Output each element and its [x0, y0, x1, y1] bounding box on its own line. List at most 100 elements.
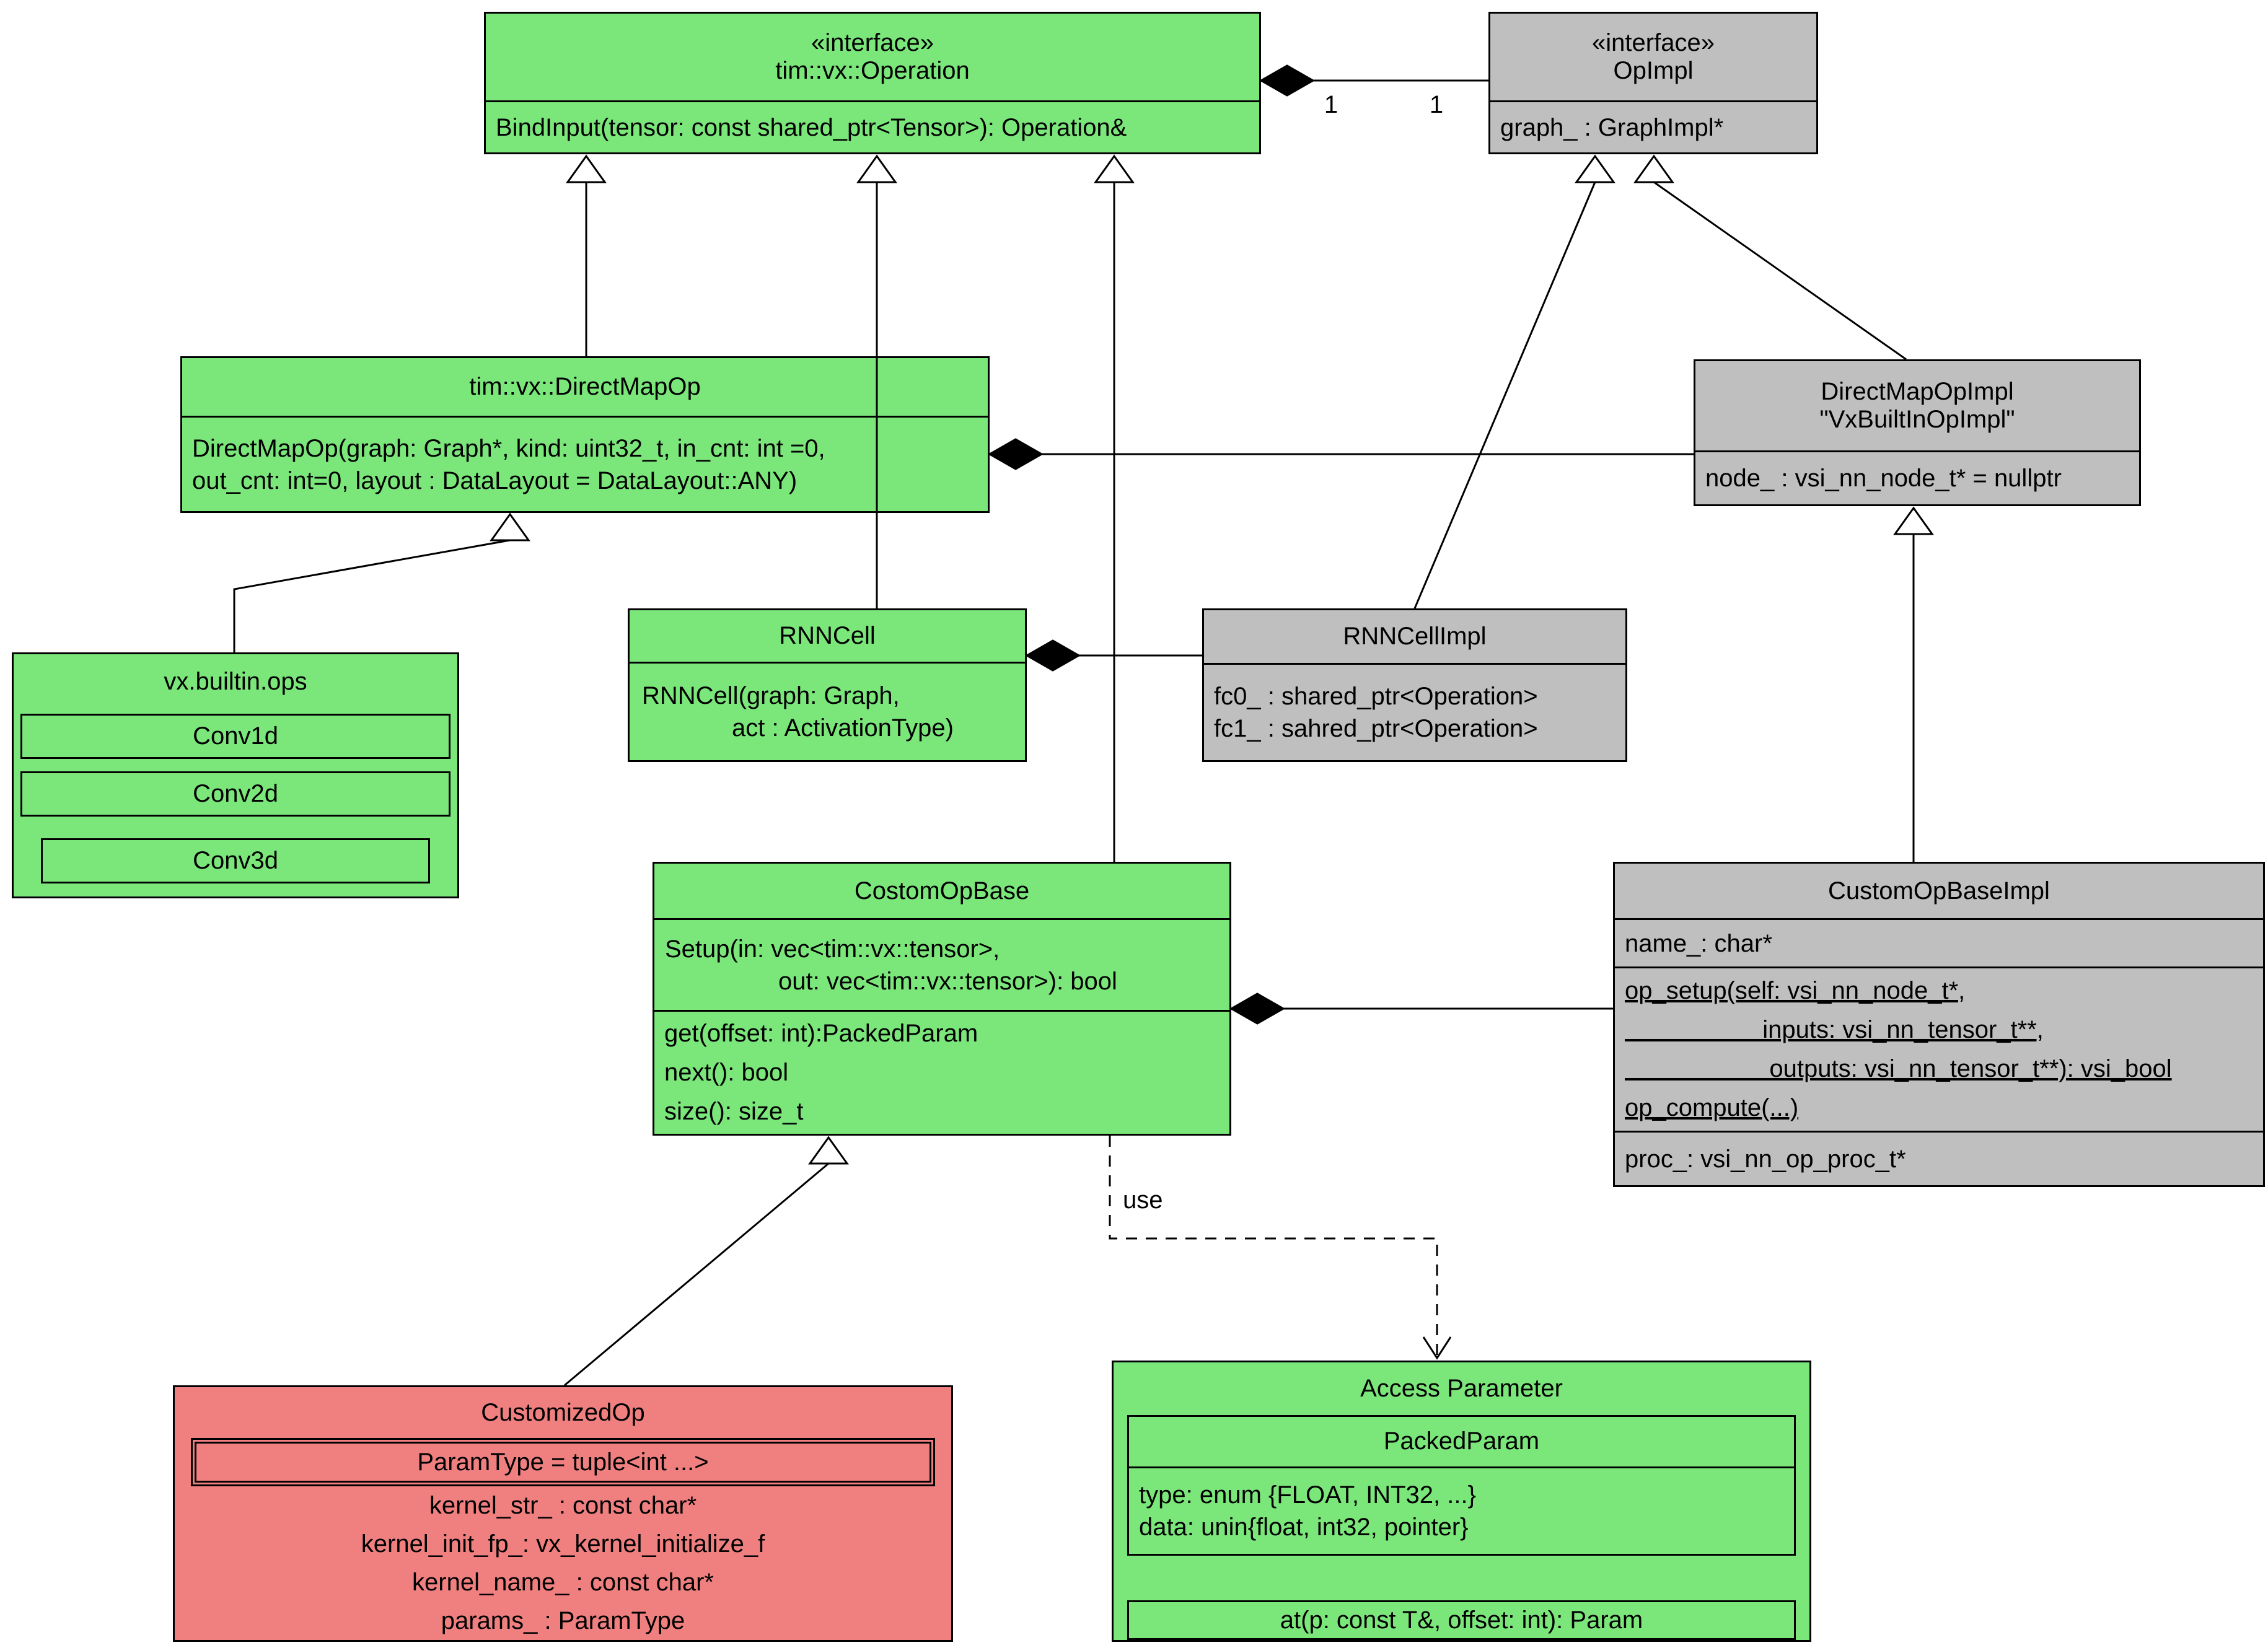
generalization-costomopbase-to-operation [1094, 154, 1135, 862]
class-directmapopimpl: DirectMapOpImpl "VxBuiltInOpImpl" node_ … [1694, 359, 2141, 506]
composition-operation-opimpl: 1 1 [1259, 64, 1488, 118]
attr-node: node_ : vsi_nn_node_t* = nullptr [1705, 465, 2062, 492]
class-operation-methods: BindInput(tensor: const shared_ptr<Tenso… [486, 100, 1259, 152]
class-costomopbase-title: CostomOpBase [654, 864, 1229, 918]
class-directmapopimpl-name-2: "VxBuiltInOpImpl" [1819, 406, 2015, 433]
class-accessparam: Access Parameter PackedParam type: enum … [1112, 1361, 1811, 1642]
attr-params: params_ : ParamType [441, 1607, 685, 1634]
class-packedparam-name: PackedParam [1383, 1427, 1540, 1455]
class-operation-stereotype: «interface» [811, 29, 934, 56]
class-opimpl-title: «interface» OpImpl [1490, 14, 1816, 100]
item-conv1d-label: Conv1d [193, 722, 278, 750]
class-directmapopimpl-attrs: node_ : vsi_nn_node_t* = nullptr [1695, 450, 2139, 504]
method-rnncell-1: RNNCell(graph: Graph, [642, 682, 900, 709]
class-customopbaseimpl-proc: proc_: vsi_nn_op_proc_t* [1615, 1131, 2263, 1185]
method-directmapop-1: DirectMapOp(graph: Graph*, kind: uint32_… [192, 434, 825, 462]
class-builtinops-name: vx.builtin.ops [164, 667, 307, 695]
method-opsetup-3: outputs: vsi_nn_tensor_t**): vsi_bool [1625, 1055, 2172, 1082]
template-param-inner: ParamType = tuple<int ...> [195, 1442, 931, 1483]
class-opimpl-attrs: graph_ : GraphImpl* [1490, 100, 1816, 152]
template-param-label: ParamType = tuple<int ...> [417, 1448, 709, 1476]
template-param-box: ParamType = tuple<int ...> [191, 1438, 935, 1486]
class-customizedop-name: CustomizedOp [481, 1398, 645, 1426]
attr-fc0: fc0_ : shared_ptr<Operation> [1214, 683, 1538, 710]
generalization-directmapop-to-operation [566, 154, 607, 356]
multiplicity-left: 1 [1324, 91, 1338, 118]
attr-kernel-init-fp: kernel_init_fp_: vx_kernel_initialize_f [361, 1530, 765, 1558]
generalization-customopbaseimpl-to-directmapopimpl [1893, 506, 1934, 862]
class-directmapop: tim::vx::DirectMapOp DirectMapOp(graph: … [180, 356, 990, 513]
class-costomopbase-setup: Setup(in: vec<tim::vx::tensor>, out: vec… [654, 918, 1229, 1010]
class-directmapop-name: tim::vx::DirectMapOp [469, 373, 701, 400]
class-operation-name: tim::vx::Operation [775, 57, 970, 84]
method-bindinput: BindInput(tensor: const shared_ptr<Tenso… [496, 113, 1127, 141]
class-customizedop-attrs: kernel_str_ : const char* kernel_init_fp… [175, 1486, 951, 1640]
attr-data: data: unin{float, int32, pointer} [1139, 1513, 1469, 1541]
generalization-directmapopimpl-to-opimpl [1633, 154, 1907, 361]
method-at: at(p: const T&, offset: int): Param [1280, 1606, 1643, 1634]
method-rnncell-2: act : ActivationType) [732, 714, 954, 742]
multiplicity-right: 1 [1430, 91, 1443, 118]
class-customopbaseimpl-name: CustomOpBaseImpl [1828, 877, 2050, 905]
generalization-rnncellimpl-to-opimpl [1413, 154, 1615, 609]
dependency-costomopbase-uses-accessparam: use [1109, 1136, 1452, 1360]
class-directmapop-title: tim::vx::DirectMapOp [182, 358, 988, 416]
class-accessparam-title: Access Parameter [1114, 1362, 1809, 1415]
class-builtinops-title: vx.builtin.ops [14, 654, 457, 709]
method-opsetup-1: op_setup(self: vsi_nn_node_t*, [1625, 977, 1966, 1004]
item-conv2d-label: Conv2d [193, 780, 278, 807]
class-customizedop: CustomizedOp ParamType = tuple<int ...> … [173, 1385, 953, 1642]
class-packedparam-attrs: type: enum {FLOAT, INT32, ...} data: uni… [1129, 1466, 1794, 1554]
attr-kernel-name: kernel_name_ : const char* [412, 1569, 714, 1596]
class-operation-title: «interface» tim::vx::Operation [486, 14, 1259, 100]
attr-graph: graph_ : GraphImpl* [1500, 113, 1724, 141]
class-costomopbase-name: CostomOpBase [854, 877, 1030, 905]
generalization-builtinops-to-directmapop [233, 512, 530, 652]
class-accessparam-name: Access Parameter [1360, 1374, 1563, 1402]
composition-directmapop-directmapopimpl [987, 438, 1694, 470]
class-rnncellimpl-title: RNNCellImpl [1204, 610, 1625, 663]
class-rnncell-title: RNNCell [630, 610, 1025, 662]
attr-proc: proc_: vsi_nn_op_proc_t* [1625, 1145, 1906, 1173]
class-rnncell-methods: RNNCell(graph: Graph, act : ActivationTy… [630, 662, 1025, 760]
class-operation: «interface» tim::vx::Operation BindInput… [484, 12, 1261, 154]
method-at-box: at(p: const T&, offset: int): Param [1127, 1600, 1796, 1640]
class-customizedop-title: CustomizedOp [175, 1387, 951, 1438]
item-conv3d: Conv3d [41, 838, 430, 883]
method-size: size(): size_t [664, 1098, 804, 1125]
class-directmapop-methods: DirectMapOp(graph: Graph*, kind: uint32_… [182, 416, 988, 511]
class-rnncellimpl: RNNCellImpl fc0_ : shared_ptr<Operation>… [1202, 608, 1627, 762]
composition-rnncell-rnncellimpl [1024, 639, 1202, 672]
class-customopbaseimpl-title: CustomOpBaseImpl [1615, 864, 2263, 918]
composition-costomopbase-customopbaseimpl [1229, 993, 1613, 1025]
item-conv1d: Conv1d [20, 714, 451, 759]
class-rnncell: RNNCell RNNCell(graph: Graph, act : Acti… [628, 608, 1027, 762]
method-setup-2: out: vec<tim::vx::tensor>): bool [778, 967, 1117, 995]
class-opimpl-stereotype: «interface» [1592, 29, 1715, 56]
class-builtinops: vx.builtin.ops Conv1d Conv2d Conv3d [12, 652, 459, 898]
class-customopbaseimpl: CustomOpBaseImpl name_: char* op_setup(s… [1613, 862, 2265, 1187]
class-opimpl-name: OpImpl [1613, 57, 1694, 84]
attr-fc1: fc1_ : sahred_ptr<Operation> [1214, 715, 1538, 742]
generalization-customizedop-to-costomopbase [564, 1136, 849, 1387]
method-get: get(offset: int):PackedParam [664, 1020, 978, 1047]
attr-kernel-str: kernel_str_ : const char* [429, 1492, 697, 1519]
attr-type: type: enum {FLOAT, INT32, ...} [1139, 1481, 1476, 1509]
item-conv3d-label: Conv3d [193, 847, 278, 874]
class-rnncellimpl-name: RNNCellImpl [1343, 623, 1487, 650]
class-opimpl: «interface» OpImpl graph_ : GraphImpl* [1488, 12, 1818, 154]
item-conv2d: Conv2d [20, 771, 451, 817]
method-setup-1: Setup(in: vec<tim::vx::tensor>, [665, 935, 1000, 963]
method-opcompute: op_compute(...) [1625, 1094, 1799, 1121]
attr-name: name_: char* [1625, 929, 1772, 957]
class-packedparam: PackedParam type: enum {FLOAT, INT32, ..… [1127, 1414, 1796, 1556]
dependency-use-label: use [1123, 1186, 1163, 1214]
class-packedparam-title: PackedParam [1129, 1417, 1794, 1466]
class-customopbaseimpl-name-attr: name_: char* [1615, 918, 2263, 966]
class-customopbaseimpl-ops: op_setup(self: vsi_nn_node_t*, inputs: v… [1615, 966, 2263, 1131]
class-rnncellimpl-attrs: fc0_ : shared_ptr<Operation> fc1_ : sahr… [1204, 663, 1625, 760]
class-costomopbase-methods: get(offset: int):PackedParam next(): boo… [654, 1010, 1229, 1134]
method-directmapop-2: out_cnt: int=0, layout : DataLayout = Da… [192, 467, 798, 494]
class-costomopbase: CostomOpBase Setup(in: vec<tim::vx::tens… [653, 862, 1231, 1136]
